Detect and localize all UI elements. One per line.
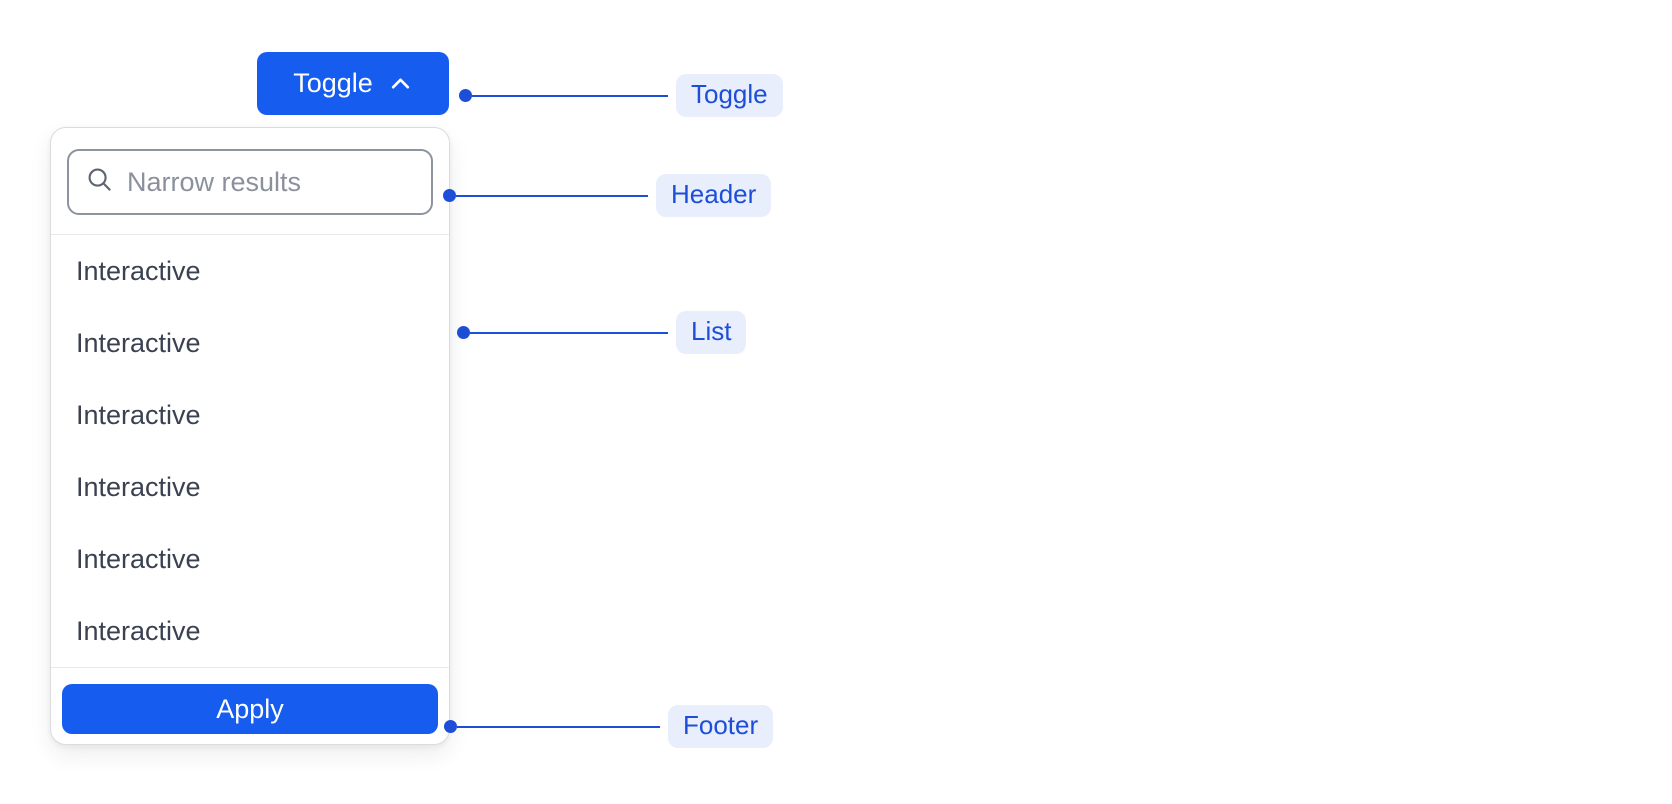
- dropdown-header: [51, 128, 449, 234]
- list-item[interactable]: Interactive: [76, 543, 201, 574]
- toggle-button-label: Toggle: [293, 68, 373, 98]
- connector-dot: [457, 326, 470, 339]
- magnifier-icon: [86, 166, 113, 198]
- annotation-footer-label: Footer: [668, 705, 774, 748]
- search-box[interactable]: [67, 149, 433, 215]
- apply-button[interactable]: Apply: [62, 684, 438, 734]
- footer-divider: [51, 667, 449, 668]
- annotation-list-label: List: [676, 311, 747, 354]
- annotation-header: Header: [443, 174, 772, 217]
- dropdown-footer: Apply: [51, 668, 449, 744]
- connector-dot: [459, 89, 472, 102]
- list-item[interactable]: Interactive: [76, 471, 201, 502]
- search-input[interactable]: [127, 166, 415, 198]
- list-item[interactable]: Interactive: [76, 399, 201, 430]
- connector-line: [470, 331, 668, 334]
- connector-line: [457, 725, 660, 728]
- connector-line: [456, 194, 648, 197]
- annotation-list: List: [457, 311, 747, 354]
- list-item[interactable]: Interactive: [76, 327, 201, 358]
- chevron-up-icon: [388, 71, 413, 96]
- annotation-footer: Footer: [444, 705, 774, 748]
- list-item[interactable]: Interactive: [76, 255, 201, 286]
- toggle-button[interactable]: Toggle: [257, 52, 449, 115]
- annotation-header-label: Header: [656, 174, 772, 217]
- header-divider: [51, 234, 449, 235]
- annotation-toggle: Toggle: [459, 74, 783, 117]
- list-item[interactable]: Interactive: [76, 615, 201, 646]
- annotation-toggle-label: Toggle: [676, 74, 783, 117]
- dropdown-panel: InteractiveInteractiveInteractiveInterac…: [50, 127, 450, 745]
- connector-line: [472, 94, 668, 97]
